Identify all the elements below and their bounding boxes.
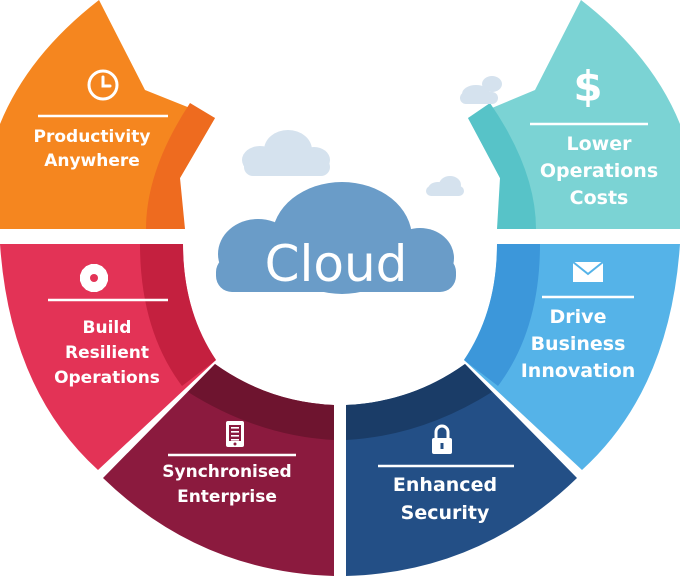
envelope-icon <box>572 261 604 282</box>
segment-synchronised-inner <box>188 364 334 440</box>
productivity-label-line: Anywhere <box>44 151 140 171</box>
segment-innovation-inner <box>464 244 540 386</box>
gear-icon <box>79 263 109 293</box>
productivity-label-line: Productivity <box>34 127 151 147</box>
lower-costs-label-line: Operations <box>540 160 658 182</box>
lower-costs-label-line: Lower <box>567 133 633 155</box>
lock-icon <box>432 424 452 454</box>
segment-security-inner <box>346 364 492 440</box>
innovation-label-line: Drive <box>550 306 607 328</box>
segment-resilient-inner <box>140 244 216 386</box>
lower-costs-label-line: Costs <box>570 187 629 209</box>
small-cloud-icon <box>242 130 330 176</box>
tablet-icon <box>226 421 244 447</box>
segment-lower-costs-inner <box>468 103 536 229</box>
dollar-icon: $ <box>573 62 602 111</box>
main-cloud-icon <box>216 182 456 294</box>
small-cloud-icon <box>460 76 502 104</box>
clock-icon <box>87 69 119 101</box>
resilient-label-line: Build <box>83 318 132 338</box>
security-label-line: Security <box>401 502 490 524</box>
innovation-label-line: Business <box>531 333 626 355</box>
resilient-label-line: Resilient <box>65 343 149 363</box>
center-label: Cloud <box>265 235 408 293</box>
icons-layer: $ <box>79 62 604 454</box>
innovation-label-line: Innovation <box>521 360 636 382</box>
segment-productivity-inner <box>146 103 215 229</box>
small-cloud-icon <box>426 176 464 196</box>
synchronised-label-line: Synchronised <box>162 462 291 482</box>
labels-layer: ProductivityAnywhereLowerOperationsCosts… <box>34 114 658 524</box>
resilient-label-line: Operations <box>54 368 160 388</box>
security-label-line: Enhanced <box>393 474 497 496</box>
synchronised-label-line: Enterprise <box>177 487 277 507</box>
svg-text:$: $ <box>573 62 602 111</box>
